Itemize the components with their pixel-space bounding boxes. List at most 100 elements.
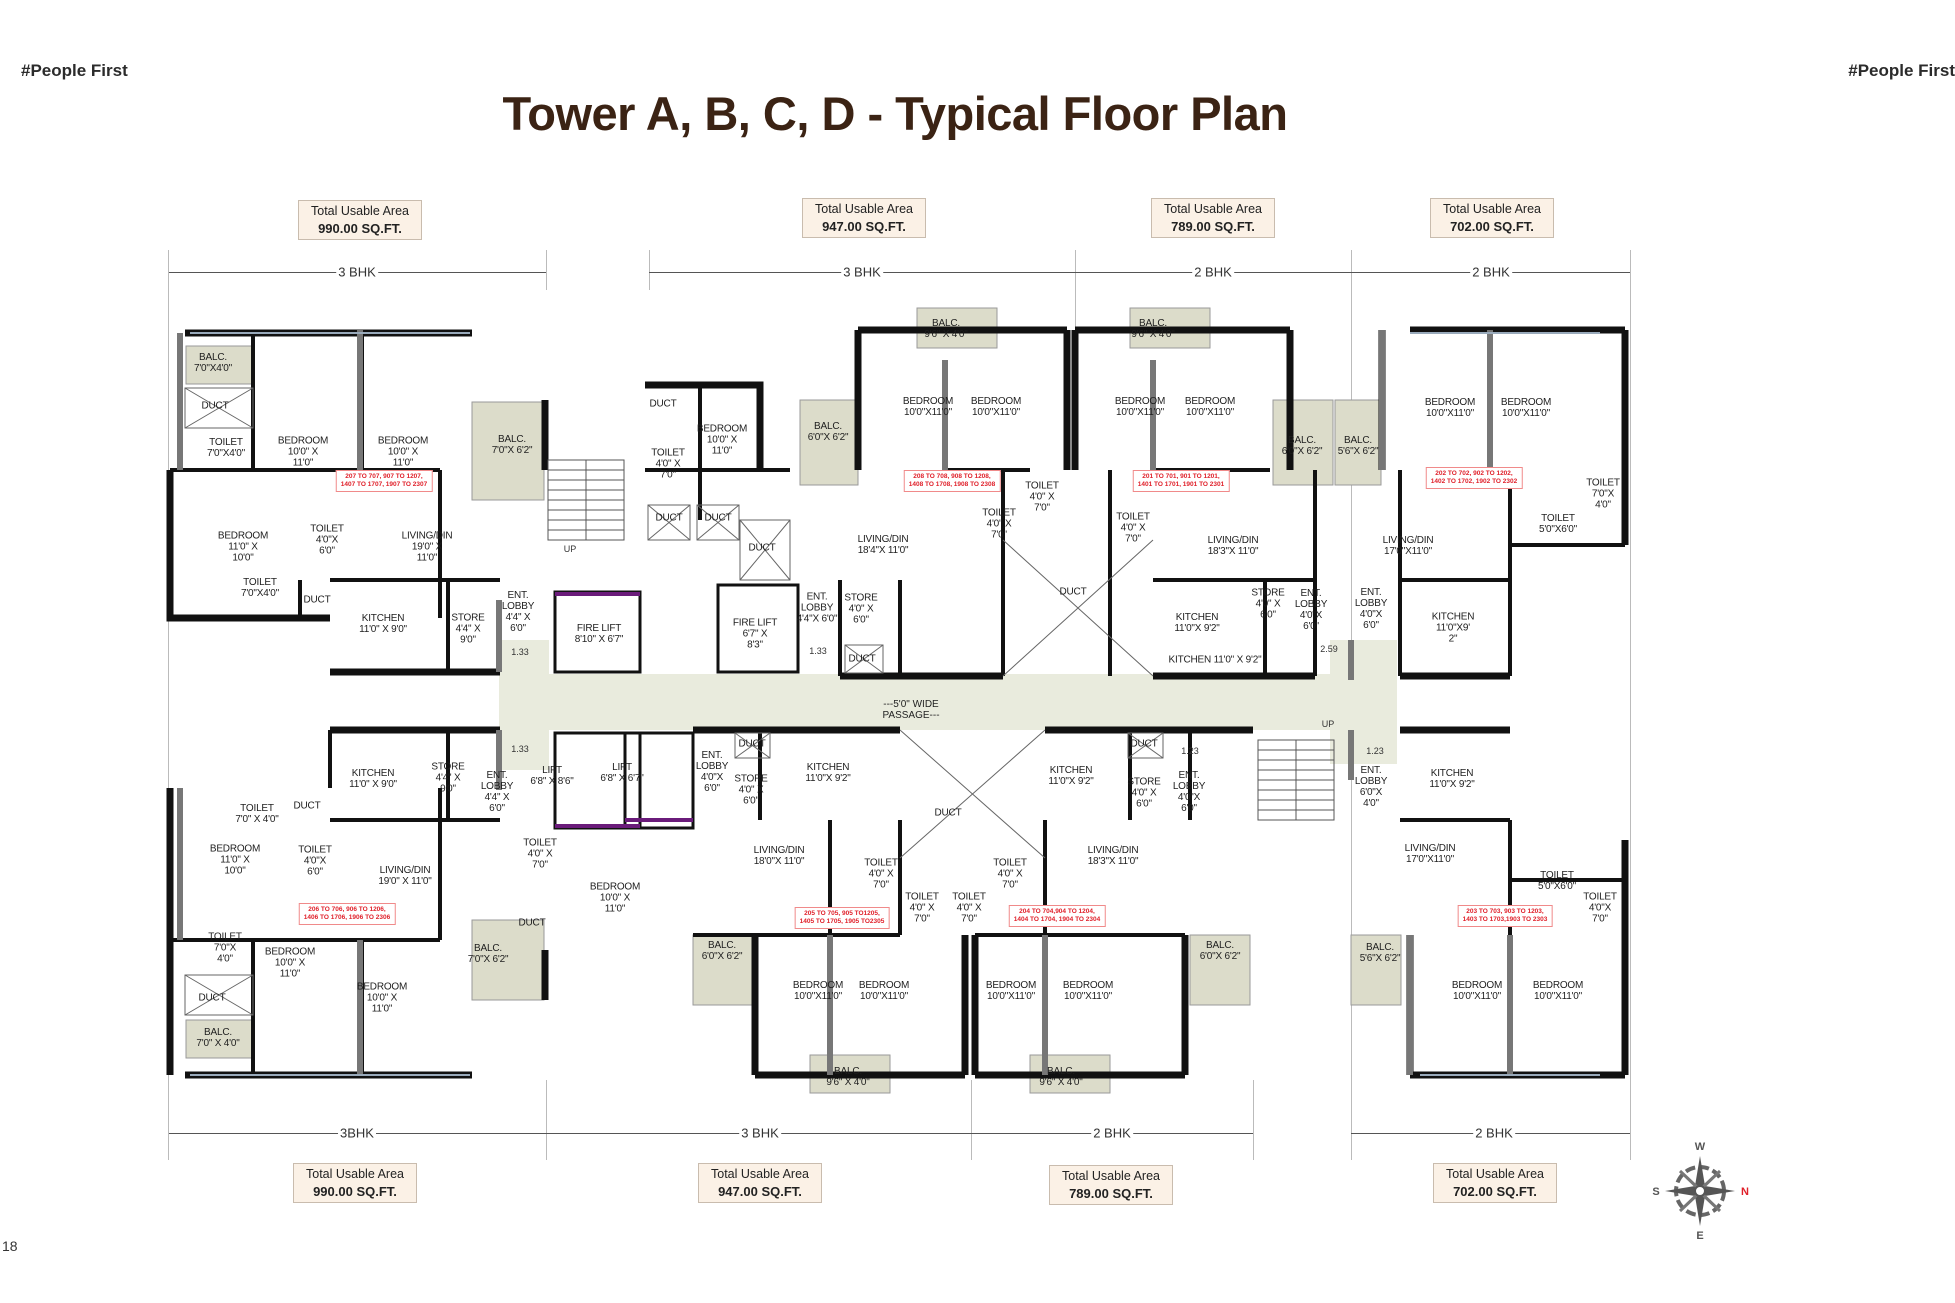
- room-label: BALC. 5'6"X 6'2": [1337, 435, 1379, 457]
- room-label: BEDROOM 10'0" X 11'0": [277, 435, 329, 469]
- room-label: BEDROOM 10'0"X11'0": [1062, 980, 1114, 1002]
- room-label: BEDROOM 10'0"X11'0": [1451, 980, 1503, 1002]
- bhk-label: 2 BHK: [1470, 264, 1512, 280]
- room-label: LIVING/DIN 18'3"X 11'0": [1087, 845, 1139, 867]
- area-label: Total Usable Area: [311, 204, 409, 218]
- room-label: BEDROOM 10'0"X11'0": [1500, 397, 1552, 419]
- room-label: BEDROOM 10'0"X11'0": [985, 980, 1037, 1002]
- area-label: Total Usable Area: [711, 1167, 809, 1181]
- area-value: 990.00 SQ.FT.: [313, 1184, 397, 1199]
- compass-east: E: [1696, 1230, 1704, 1242]
- flat-numbers-label: 207 TO 707, 907 TO 1207, 1407 TO 1707, 1…: [335, 470, 433, 492]
- room-label: STORE 4'0" X 6'0": [1251, 587, 1285, 621]
- room-label: BALC. 7'0"X4'0": [193, 352, 233, 374]
- area-value: 789.00 SQ.FT.: [1069, 1186, 1153, 1201]
- area-box-top-4: Total Usable Area 702.00 SQ.FT.: [1430, 198, 1554, 238]
- hashtag-right: #People First: [1848, 61, 1955, 80]
- area-label: Total Usable Area: [1443, 202, 1541, 216]
- room-label: TOILET 4'0" X 7'0": [1025, 480, 1059, 514]
- room-label: DUCT: [655, 512, 683, 524]
- page-number: 18: [2, 1238, 18, 1254]
- unit-boundary-line: [1253, 1080, 1254, 1160]
- room-label: DUCT: [1130, 738, 1158, 750]
- room-label: STORE 4'4" X 9'0": [451, 612, 485, 646]
- room-label: TOILET 7'0"X4'0": [206, 437, 246, 459]
- bhk-label: 2 BHK: [1192, 264, 1234, 280]
- stair-up-label: UP: [1321, 719, 1335, 729]
- room-label: BEDROOM 10'0" X 11'0": [377, 435, 429, 469]
- room-label: STORE 4'0" X 6'0": [1127, 776, 1161, 810]
- unit-boundary-line: [649, 250, 650, 290]
- room-label: TOILET 4'0"X 7'0": [1583, 891, 1617, 925]
- room-label: DUCT: [748, 542, 776, 554]
- room-label: BALC. 7'0"X 6'2": [491, 434, 533, 456]
- room-label: TOILET 4'0" X 7'0": [864, 857, 898, 891]
- room-label: FIRE LIFT 8'10" X 6'7": [574, 623, 624, 645]
- room-label: BEDROOM 10'0"X11'0": [792, 980, 844, 1002]
- gray-walls: [177, 330, 1513, 1075]
- room-label: BEDROOM 10'0"X11'0": [1184, 396, 1236, 418]
- room-label: TOILET 7'0" X 4'0": [235, 803, 279, 825]
- room-label: DUCT: [201, 400, 229, 412]
- room-label: DUCT: [1059, 586, 1087, 598]
- area-label: Total Usable Area: [815, 202, 913, 216]
- room-label: ENT. LOBBY 4'0"X 6'0": [1294, 588, 1328, 632]
- unit-boundary-line: [546, 250, 547, 290]
- room-label: BALC. 9'6" X 4'0": [1131, 318, 1175, 340]
- room-label: LIVING/DIN 19'0" X 11'0": [401, 530, 453, 564]
- room-label: LIFT 6'8" X 8'6": [530, 765, 574, 787]
- dimension-mark: 1.33: [511, 744, 529, 754]
- unit-boundary-line: [168, 250, 169, 1160]
- passage-area: [499, 640, 1397, 770]
- room-label: STORE 4'0" X 6'0": [844, 592, 878, 626]
- area-box-top-3: Total Usable Area 789.00 SQ.FT.: [1151, 198, 1275, 238]
- dimension-mark: 1.33: [511, 647, 529, 657]
- area-value: 702.00 SQ.FT.: [1453, 1184, 1537, 1199]
- room-label: BEDROOM 10'0" X 11'0": [356, 981, 408, 1015]
- lift-doors: [555, 592, 693, 828]
- flat-numbers-label: 206 TO 706, 906 TO 1206, 1406 TO 1706, 1…: [298, 903, 396, 925]
- room-label: ENT. LOBBY 4'4" X 6'0": [480, 770, 514, 814]
- room-label: KITCHEN 11'0"X 9'2": [1429, 768, 1475, 790]
- area-value: 947.00 SQ.FT.: [822, 219, 906, 234]
- room-label: LIVING/DIN 18'4"X 11'0": [857, 534, 909, 556]
- room-label: BALC. 9'6" X 4'0": [826, 1066, 870, 1088]
- room-label: FIRE LIFT 6'7" X 8'3": [732, 617, 778, 651]
- compass-west: W: [1694, 1141, 1706, 1153]
- room-label: LIVING/DIN 17'0"X11'0": [1382, 535, 1434, 557]
- room-label: DUCT: [738, 738, 766, 750]
- hashtag-left: #People First: [21, 61, 128, 80]
- area-label: Total Usable Area: [1164, 202, 1262, 216]
- bhk-label: 3 BHK: [841, 264, 883, 280]
- dimension-mark: 1.23: [1366, 746, 1384, 756]
- room-label: BALC. 6'0"X 6'2": [701, 940, 743, 962]
- area-box-top-1: Total Usable Area 990.00 SQ.FT.: [298, 200, 422, 240]
- room-label: BALC. 6'0"X 6'2": [1281, 435, 1323, 457]
- room-label: BEDROOM 10'0" X 11'0": [696, 423, 748, 457]
- unit-boundary-line: [1075, 250, 1076, 330]
- unit-boundary-line: [1630, 250, 1631, 1160]
- room-label: TOILET 4'0" X 7'0": [905, 891, 939, 925]
- page-title: Tower A, B, C, D - Typical Floor Plan: [502, 87, 1288, 140]
- flat-numbers-label: 201 TO 701, 901 TO 1201, 1401 TO 1701, 1…: [1132, 470, 1230, 492]
- room-label: ENT. LOBBY 4'0"X 6'0": [695, 750, 729, 794]
- room-label: BEDROOM 11'0" X 10'0": [209, 843, 261, 877]
- room-label: BALC. 7'0"X 6'2": [467, 943, 509, 965]
- room-label: TOILET 4'0" X 7'0": [993, 857, 1027, 891]
- area-value: 990.00 SQ.FT.: [318, 221, 402, 236]
- room-label: BEDROOM 10'0"X11'0": [970, 396, 1022, 418]
- room-label: STORE 4'4" X 9'0": [431, 761, 465, 795]
- area-value: 702.00 SQ.FT.: [1450, 219, 1534, 234]
- stairs: [547, 459, 1335, 821]
- dimension-mark: 1.23: [1181, 746, 1199, 756]
- room-label: TOILET 4'0" X 7'0": [952, 891, 986, 925]
- room-label: DUCT: [518, 917, 546, 929]
- room-label: ENT. LOBBY 4'0"X 6'0": [1172, 770, 1206, 814]
- area-label: Total Usable Area: [306, 1167, 404, 1181]
- room-label: DUCT: [934, 807, 962, 819]
- area-value: 789.00 SQ.FT.: [1171, 219, 1255, 234]
- compass-rose-icon: [1665, 1156, 1735, 1226]
